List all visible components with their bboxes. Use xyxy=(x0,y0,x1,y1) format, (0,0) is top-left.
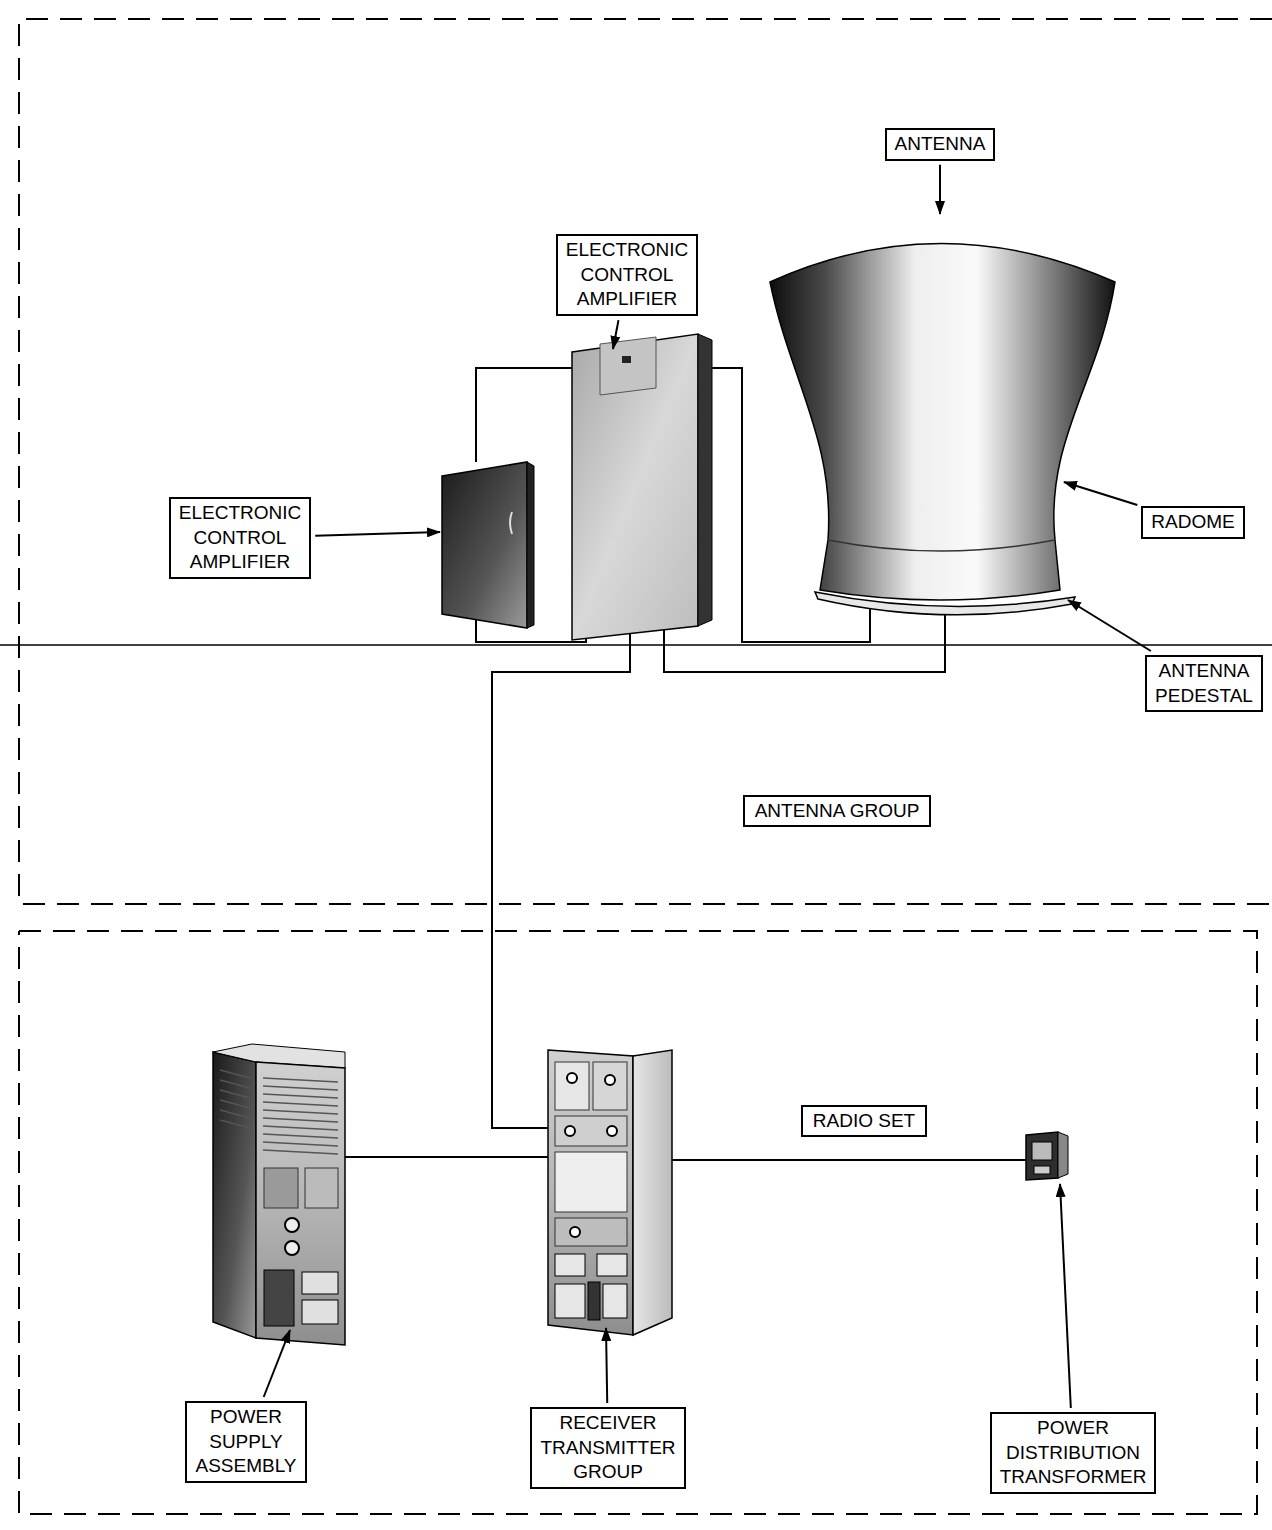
group-label: ANTENNA GROUP xyxy=(743,795,932,828)
antenna-pedestal-plate xyxy=(815,592,1075,615)
transformer-box xyxy=(1026,1132,1058,1180)
cabinet-front xyxy=(256,1062,345,1345)
cabinet-knob xyxy=(285,1241,299,1255)
callout-label: ANTENNA xyxy=(895,132,986,157)
cabinet-knob xyxy=(565,1126,575,1136)
group-region: RADIO SET POWER SUPPLY ASSEMBLY RECEIVER T… xyxy=(18,930,1258,1515)
cabinet-knob xyxy=(567,1073,577,1083)
leader-arrow xyxy=(1064,482,1137,505)
group-label: RADIO SET xyxy=(801,1105,927,1138)
cabinet-panel xyxy=(555,1116,627,1146)
leader-arrow xyxy=(939,165,941,214)
callout-label: RADOME xyxy=(1151,510,1234,535)
callout-box: RADOME xyxy=(1141,506,1244,539)
callout-label: POWER SUPPLY ASSEMBLY xyxy=(195,1405,296,1479)
callout-box: RECEIVER TRANSMITTER GROUP xyxy=(530,1407,685,1489)
cabinet-panel xyxy=(555,1062,589,1110)
cabinet-panel xyxy=(305,1168,338,1208)
cabinet-knob xyxy=(607,1126,617,1136)
cabinet-panel xyxy=(555,1152,627,1212)
callout-box: ELECTRONIC CONTROL AMPLIFIER xyxy=(556,234,698,316)
leader-arrow xyxy=(1060,1184,1071,1408)
dashed-outline xyxy=(19,931,1257,1514)
amplifier-indicator xyxy=(622,356,631,363)
amplifier-panel xyxy=(572,334,698,640)
cabinet-knob xyxy=(570,1227,580,1237)
cabinet-drawer xyxy=(302,1272,338,1294)
amplifier-handle xyxy=(510,512,512,534)
radome-shape xyxy=(770,244,1115,601)
cabinet-grille xyxy=(588,1282,600,1320)
cabinet-louvers xyxy=(220,1070,338,1154)
dashed-outline xyxy=(18,18,1272,905)
leader-group xyxy=(264,165,1151,1408)
cable xyxy=(345,1156,548,1158)
callout-label: ELECTRONIC CONTROL AMPLIFIER xyxy=(179,501,301,575)
cabinet-drawer xyxy=(555,1254,585,1276)
leader-arrow xyxy=(1068,600,1151,651)
leader-arrow xyxy=(613,320,618,349)
cabinet-side xyxy=(633,1050,672,1335)
cabinet-front xyxy=(548,1050,633,1335)
callout-label: POWER DISTRIBUTION TRANSFORMER xyxy=(1000,1416,1147,1490)
cabinet-grille xyxy=(264,1270,294,1326)
dashed-outline xyxy=(19,19,1272,904)
cabinet-drawer xyxy=(603,1284,627,1318)
cabinet-drawer xyxy=(597,1254,627,1276)
cabinet-panel xyxy=(555,1218,627,1246)
callout-label: RECEIVER TRANSMITTER GROUP xyxy=(540,1411,675,1485)
transformer-plate xyxy=(1032,1142,1052,1160)
cabinet-knob xyxy=(285,1218,299,1232)
cabinet-knob xyxy=(605,1075,615,1085)
radome-collar xyxy=(828,540,1055,551)
callout-label: ANTENNA PEDESTAL xyxy=(1155,659,1253,708)
leader-arrow xyxy=(315,532,440,536)
cable xyxy=(672,1159,1026,1161)
cabinet-side xyxy=(213,1052,256,1338)
transformer-plate xyxy=(1034,1166,1050,1174)
callout-box: ANTENNA xyxy=(885,128,996,161)
callout-label: ELECTRONIC CONTROL AMPLIFIER xyxy=(566,238,688,312)
cabinet-panel xyxy=(264,1168,298,1208)
transformer-side xyxy=(1058,1132,1068,1178)
cabinet-drawer xyxy=(555,1284,585,1318)
amplifier-box xyxy=(442,462,527,628)
callout-box: ANTENNA PEDESTAL xyxy=(1145,655,1263,712)
amplifier-inset xyxy=(600,337,656,395)
group-region: ANTENNA GROUP ANTENNA ELECTRONIC CONTROL A… xyxy=(18,18,1272,905)
callout-box: POWER DISTRIBUTION TRANSFORMER xyxy=(990,1412,1157,1494)
cabinet-drawer xyxy=(302,1300,338,1324)
amplifier-panel-side xyxy=(698,334,712,626)
cabinet-panel xyxy=(593,1062,627,1110)
divider-line xyxy=(0,644,1272,646)
callout-box: ELECTRONIC CONTROL AMPLIFIER xyxy=(169,497,311,579)
callout-box: POWER SUPPLY ASSEMBLY xyxy=(185,1401,306,1483)
leader-arrow xyxy=(606,1328,607,1403)
leader-arrow xyxy=(264,1330,290,1397)
amplifier-side xyxy=(527,462,534,628)
